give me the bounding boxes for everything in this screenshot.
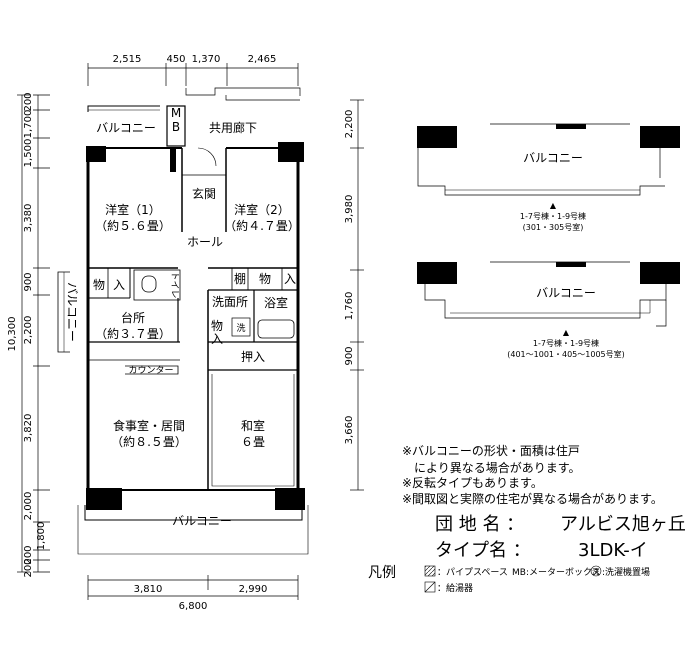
variant-1-arrow: ▲ xyxy=(550,201,557,210)
yoshitsu2-size: （約４.７畳） xyxy=(224,218,300,233)
balcony-side-label: バルコニー xyxy=(65,282,79,342)
dim-top-3: 1,370 xyxy=(192,54,221,65)
dim-right-2: 3,980 xyxy=(344,195,355,224)
washitsu-size: ６畳 xyxy=(241,435,265,449)
counter-label: カウンター xyxy=(128,365,173,376)
hall-label: ホール xyxy=(187,235,223,249)
variant-1-line1: 1-7号棟・1-9号棟 xyxy=(520,211,586,221)
dim-top-1: 2,515 xyxy=(113,54,142,65)
legend-mb: MB:メーターボックス xyxy=(512,567,601,578)
genkan-label: 玄関 xyxy=(192,186,216,201)
dim-right-4: 900 xyxy=(344,346,355,365)
variant-2-line1: 1-7号棟・1-9号棟 xyxy=(533,338,599,348)
mono2-label: 物 xyxy=(259,272,271,286)
yoshitsu1-size: （約５.６畳） xyxy=(95,218,171,233)
note-4: ※間取図と実際の住宅が異なる場合があります。 xyxy=(402,491,663,506)
variant-2-line2: (401～1001・405～1005号室) xyxy=(507,349,625,359)
variant-2-label: バルコニー xyxy=(536,286,596,300)
mono1-label: 物 xyxy=(93,278,105,292)
legend-wash: :洗濯機置場 xyxy=(602,566,650,578)
dim-left-5: 900 xyxy=(23,272,34,291)
variant-2-text: バルコニー ▲ 1-7号棟・1-9号棟 (401～1001・405～1005号室… xyxy=(507,286,625,359)
note-1: ※バルコニーの形状・面積は住戸 xyxy=(402,443,580,458)
room-labels: バルコニー M B 共用廊下 玄関 洋室（1） （約５.６畳） 洋室（2） （約… xyxy=(65,106,300,528)
iri1-label: 入 xyxy=(113,278,125,292)
dim-left-9: 1,800 xyxy=(36,522,47,551)
dimension-labels: 2,515 450 1,370 2,465 10,300 200 1,700 1… xyxy=(7,54,355,612)
dim-bottom-1: 3,810 xyxy=(134,584,163,595)
dim-left-3: 1,500 xyxy=(23,139,34,168)
iri2-label: 入 xyxy=(284,272,296,286)
note-3: ※反転タイプもあります。 xyxy=(402,476,543,490)
mb-label-m: M xyxy=(171,106,181,120)
dim-left-1: 200 xyxy=(23,92,34,111)
dim-left-2: 1,700 xyxy=(23,110,34,139)
dim-left-7: 3,820 xyxy=(23,414,34,443)
daidokoro-size: （約３.７畳） xyxy=(95,326,171,341)
legend-heater: ：給湯器 xyxy=(437,582,473,594)
dim-left-total: 10,300 xyxy=(7,317,18,352)
info-block: 団 地 名 ： アルビス旭ヶ丘 タイプ名 ： 3LDK-イ xyxy=(435,514,686,561)
variant-2-columns xyxy=(417,262,680,284)
variant-1-label: バルコニー xyxy=(523,151,583,165)
daidokoro-label: 台所 xyxy=(121,310,145,325)
shokuji-label: 食事室・居間 xyxy=(113,418,185,433)
dim-top-2: 450 xyxy=(166,54,185,65)
wash-machine-icon xyxy=(590,565,602,577)
type-label: タイプ名 ： xyxy=(435,540,531,561)
main-floor-plan xyxy=(57,87,309,555)
dim-bottom-2: 2,990 xyxy=(239,584,268,595)
yokushitsu-label: 浴室 xyxy=(264,295,288,310)
dim-top-4: 2,465 xyxy=(248,54,277,65)
mb-label-b: B xyxy=(172,120,180,134)
shokuji-size: （約８.５畳） xyxy=(111,434,187,449)
dim-right-1: 2,200 xyxy=(344,110,355,139)
legend-wash-mark: 洗 xyxy=(592,567,599,576)
dimension-lines xyxy=(17,63,364,600)
dim-left-10: 200 xyxy=(23,545,34,564)
pipe-space-icon xyxy=(424,565,436,577)
dim-left-8: 2,000 xyxy=(23,492,34,521)
variant-1-columns xyxy=(417,124,680,148)
legend-title: 凡例 xyxy=(368,565,396,581)
dim-left-6: 2,200 xyxy=(23,316,34,345)
washitsu-label: 和室 xyxy=(241,418,265,433)
danchi-label: 団 地 名 ： xyxy=(435,514,524,535)
danchi-value: アルビス旭ヶ丘 xyxy=(560,514,686,535)
dim-right-3: 1,760 xyxy=(344,292,355,321)
yoshitsu2-label: 洋室（2） xyxy=(234,202,290,217)
iri3-label: 入 xyxy=(211,332,223,346)
oshiire-label: 押入 xyxy=(241,350,265,364)
legend: 凡例 ：パイプスペース MB:メーターボックス 洗 :洗濯機置場 ：給湯器 xyxy=(368,565,650,594)
balcony-top-label: バルコニー xyxy=(96,121,156,135)
senmenjo-label: 洗面所 xyxy=(212,295,248,309)
toilet-label: トイレ xyxy=(169,271,179,298)
mono3-label: 物 xyxy=(211,319,223,333)
dim-left-4: 3,380 xyxy=(23,204,34,233)
note-2: により異なる場合があります。 xyxy=(402,460,581,475)
legend-pipe: ：パイプスペース xyxy=(437,567,508,578)
yoshitsu1-label: 洋室（1） xyxy=(105,202,161,217)
balcony-bottom-label: バルコニー xyxy=(172,514,232,528)
dim-left-11: 200 xyxy=(23,558,34,577)
type-value: 3LDK-イ xyxy=(578,540,648,561)
dim-bottom-total: 6,800 xyxy=(179,601,208,612)
variant-2-arrow: ▲ xyxy=(563,328,570,337)
water-heater-icon xyxy=(424,581,436,593)
notes: ※バルコニーの形状・面積は住戸 により異なる場合があります。 ※反転タイプもあり… xyxy=(402,443,663,506)
variant-1-text: バルコニー ▲ 1-7号棟・1-9号棟 (301・305号室) xyxy=(520,151,586,232)
water-heater-icon-diagonal xyxy=(424,581,436,593)
structural-columns xyxy=(86,142,305,510)
tana-label: 棚 xyxy=(234,271,246,286)
variant-1-line2: (301・305号室) xyxy=(523,222,584,232)
wash-label: 洗 xyxy=(236,322,245,334)
corridor-label: 共用廊下 xyxy=(209,120,257,135)
dim-right-5: 3,660 xyxy=(344,416,355,445)
